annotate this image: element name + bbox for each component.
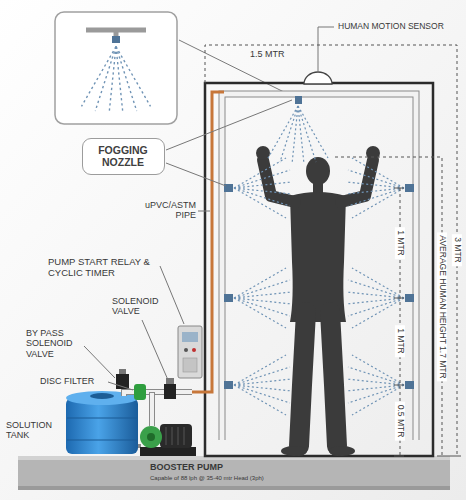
booster-pump-part [166, 427, 167, 445]
solution-tank-part [90, 393, 114, 399]
dimension-lines-part [205, 45, 457, 456]
control-panel-part [184, 348, 188, 352]
dimension-label: 1 MTR [395, 227, 405, 259]
human-silhouette-part [329, 446, 355, 456]
control-panel-part [182, 332, 198, 342]
nozzle-inset [55, 12, 177, 124]
leader-lines-part [166, 100, 292, 150]
booster-pump-part [140, 426, 162, 448]
dimension-lines-part [437, 456, 461, 457]
callout-text: FOGGING NOZZLE [91, 144, 155, 168]
fogging-nozzles-part [234, 355, 292, 415]
fogging-nozzles-part [224, 381, 233, 389]
fogging-nozzles-part [234, 268, 292, 328]
human-silhouette-part [306, 157, 330, 185]
feed-pipe-part [198, 211, 210, 212]
nozzle-inset-part [55, 12, 177, 124]
part-label: SOLUTION TANK [6, 420, 64, 441]
fogging-nozzles-part [224, 294, 233, 302]
booster-pump-part [178, 427, 179, 445]
plumbing-part [150, 393, 154, 426]
motion-sensor-part [318, 27, 334, 71]
dimension-lines-part [394, 188, 404, 456]
leader-lines-part [160, 266, 184, 324]
human-silhouette-part [341, 160, 373, 202]
solution-tank-part [67, 418, 137, 419]
human-silhouette-part [263, 160, 295, 202]
human-silhouette-part [290, 192, 346, 322]
tunnel-frame-part [222, 94, 416, 440]
fogging-nozzles-part [234, 158, 292, 218]
leader-lines-part [166, 163, 226, 186]
part-label: DISC FILTER [40, 376, 94, 386]
human-silhouette-part [281, 446, 307, 456]
dimension-lines-part [335, 157, 442, 456]
booster-pump-part [160, 424, 192, 448]
fogging-nozzles-part [224, 184, 233, 192]
part-label: uPVC/ASTM PIPE [132, 200, 196, 221]
tunnel-frame-part [222, 94, 416, 440]
fogging-nozzles-part [405, 381, 414, 389]
part-label: SOLENOID VALVE [112, 296, 168, 317]
dimension-label: 1.5 MTR [250, 49, 285, 59]
human-silhouette-part [366, 146, 380, 160]
booster-pump-part [147, 433, 155, 441]
plumbing-part [134, 384, 146, 400]
dimension-label: AVERAGE HUMAN HEIGHT 1.7 MTR [437, 232, 447, 381]
part-label: BOOSTER PUMP [150, 462, 223, 472]
dimension-lines [205, 45, 461, 456]
nozzle-inset-part [82, 47, 151, 114]
fogging-nozzles-part [405, 294, 414, 302]
human-silhouette-part [330, 312, 337, 446]
dimension-label: 3 MTR [452, 234, 462, 266]
leader-line [179, 40, 290, 95]
part-label: BY PASS SOLENOID VALVE [26, 328, 84, 359]
nozzle-inset-part [112, 36, 120, 43]
control-panel-part [183, 358, 197, 372]
fogging-nozzles [224, 96, 414, 415]
booster-pump-part [184, 427, 185, 445]
concrete-base-part [18, 456, 450, 490]
control-panel [178, 326, 202, 378]
motion-sensor [304, 27, 334, 84]
booster-pump [140, 424, 196, 456]
dimension-label: 1 MTR [395, 325, 405, 357]
solution-tank [66, 391, 138, 454]
callout-box: FOGGING NOZZLE [82, 138, 165, 175]
part-label: PUMP START RELAY & CYCLIC TIMER [48, 257, 162, 279]
leader-lines-part [142, 320, 168, 380]
fogging-nozzles-part [405, 184, 414, 192]
spec-note: Capable of 88 lph @ 35-40 mtr Head (3ph) [150, 475, 264, 482]
leader-lines-part [108, 382, 133, 390]
dimension-label: 0.5 MTR [395, 402, 405, 441]
solution-tank-part [67, 440, 137, 441]
tunnel-frame [205, 83, 433, 456]
motion-sensor-part [304, 72, 332, 84]
fogging-nozzles-part [295, 96, 302, 104]
tunnel-frame-part [205, 83, 433, 456]
plumbing-part [164, 384, 176, 399]
concrete-base-part [18, 486, 450, 490]
part-label: HUMAN MOTION SENSOR [338, 22, 444, 32]
fogging-nozzles-part [268, 106, 328, 164]
plumbing-part [119, 369, 126, 374]
control-panel-part [178, 326, 202, 378]
concrete-base [18, 456, 450, 490]
solution-tank-part [66, 398, 138, 454]
booster-pump-part [140, 447, 196, 456]
leader-lines-part [84, 346, 115, 378]
plumbing-part [149, 392, 155, 426]
control-panel-part [192, 348, 196, 352]
booster-pump-part [172, 427, 173, 445]
human-silhouette-part [299, 312, 306, 446]
